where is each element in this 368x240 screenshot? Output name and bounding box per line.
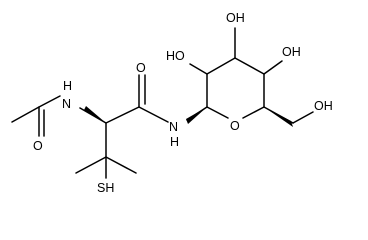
glycosyl-nitrogen-hydrogen: H <box>170 135 179 149</box>
bond <box>75 156 107 174</box>
hydroxyl-c3: OH <box>226 11 245 25</box>
bond <box>263 60 283 75</box>
bond <box>242 106 265 119</box>
amide-oxygen: O <box>136 61 146 75</box>
stereo-wedges <box>84 106 293 127</box>
bond <box>292 111 314 124</box>
structure-diagram: H N O O N H O HO OH OH OH SH <box>11 11 333 195</box>
bond <box>105 156 137 174</box>
bond <box>234 57 265 75</box>
hydroxyl-c2: HO <box>166 49 185 63</box>
bond <box>206 57 236 75</box>
ring-oxygen: O <box>230 119 240 133</box>
bond <box>138 106 169 123</box>
bond <box>189 63 208 75</box>
wedge-bond <box>186 107 207 124</box>
wedge-bond <box>84 106 106 123</box>
glycosyl-nitrogen: N <box>169 120 178 134</box>
bond <box>105 106 140 124</box>
bond <box>11 106 40 123</box>
atom-labels: H N O O N H O HO OH OH OH SH <box>33 11 333 195</box>
wedge-bond <box>264 107 293 127</box>
bond <box>79 107 107 124</box>
acetyl-oxygen: O <box>33 139 43 153</box>
bond <box>206 106 229 119</box>
hydroxyl-c4: OH <box>282 45 301 59</box>
bonds <box>11 27 314 179</box>
hydroxyl-c6: OH <box>314 99 333 113</box>
bond <box>38 95 61 108</box>
thiol-group: SH <box>97 181 114 195</box>
acetyl-nitrogen-hydrogen: H <box>63 79 72 93</box>
acetyl-nitrogen: N <box>62 97 71 111</box>
